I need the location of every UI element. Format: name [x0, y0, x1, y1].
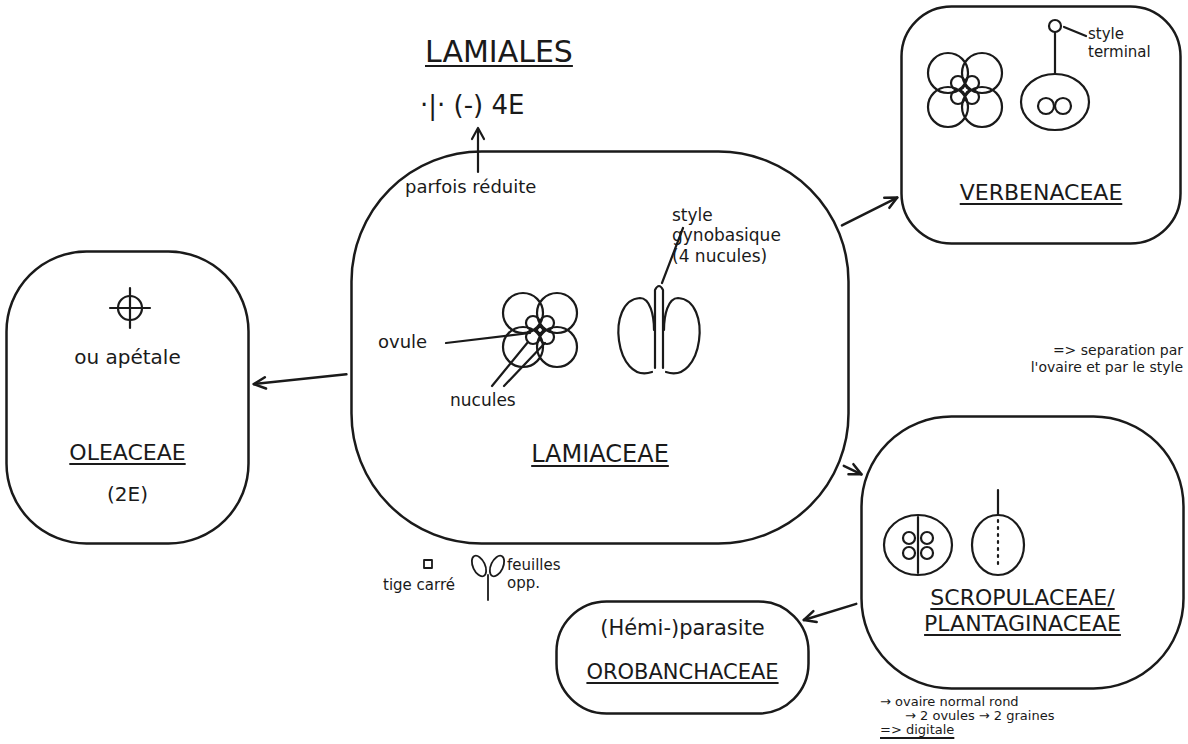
- node-text: (Hémi-)parasite: [570, 616, 795, 641]
- note-label: → 2 ovules → 2 graines: [905, 708, 1180, 724]
- ovary-drawing: [884, 515, 952, 575]
- pointer-arrow-head: [472, 128, 484, 139]
- node-text: (2E): [25, 482, 230, 506]
- family-blob: ou apétaleOLEACEAE (2E): [5, 250, 250, 545]
- diagram-title: LAMIALES: [425, 34, 625, 70]
- pistil-drawing: [618, 286, 699, 373]
- leader-line: [504, 343, 545, 386]
- pistil-drawing: [1021, 20, 1089, 130]
- square-stem-symbol: [424, 560, 432, 568]
- node-text: style terminal: [1088, 25, 1168, 61]
- node-text: style gynobasique (4 nucules): [672, 205, 802, 266]
- connector-arrow: [842, 198, 897, 226]
- family-name: SCROPULACEAE/ PLANTAGINACEAE: [882, 585, 1163, 638]
- leaves-symbol: [469, 553, 507, 600]
- family-blob: ovule nucules style gynobasique (4 nucules…: [350, 150, 850, 545]
- flower-diagram: [503, 293, 577, 367]
- arrow-head: [254, 377, 266, 388]
- note-label: tige carré: [383, 576, 483, 594]
- blob-outline: [860, 415, 1185, 690]
- leader-line: [1064, 27, 1086, 36]
- leader-line: [446, 333, 530, 343]
- family-name: OROBANCHACEAE: [570, 660, 795, 685]
- pistil-drawing: [972, 490, 1024, 575]
- arrow-head: [804, 611, 817, 622]
- note-label: feuilles opp.: [507, 556, 587, 592]
- symmetry-symbol: [110, 307, 150, 309]
- connector-arrow: [254, 374, 347, 384]
- arrow-head: [884, 198, 897, 208]
- arrow-head: [848, 464, 861, 474]
- blob-outline: [352, 152, 849, 544]
- note-label: => separation par l'ovaire et par le sty…: [1003, 342, 1183, 376]
- note-label: ·|· (-) 4E: [420, 90, 595, 121]
- family-name: OLEACEAE: [25, 440, 230, 466]
- note-label: → ovaire normal rond: [880, 694, 1140, 710]
- blob-outline: [902, 7, 1181, 244]
- blob-outline: [862, 417, 1184, 689]
- node-text: nucules: [450, 390, 540, 410]
- node-text: ou apétale: [60, 345, 195, 369]
- note-label: => digitale: [880, 722, 1030, 738]
- blob-outline: [7, 252, 249, 544]
- family-blob: SCROPULACEAE/ PLANTAGINACEAE: [860, 415, 1185, 690]
- node-text: ovule: [378, 331, 444, 353]
- blob-outline: [900, 5, 1182, 245]
- flower-diagram: [928, 53, 1002, 127]
- family-blob: (Hémi-)parasiteOROBANCHACEAE: [555, 600, 810, 715]
- family-name: LAMIACEAE: [490, 440, 710, 469]
- blob-outline: [557, 602, 809, 714]
- family-blob: style terminalVERBENACEAE: [900, 5, 1182, 245]
- note-label: parfois réduite: [405, 176, 580, 198]
- family-name: VERBENACEAE: [930, 180, 1152, 206]
